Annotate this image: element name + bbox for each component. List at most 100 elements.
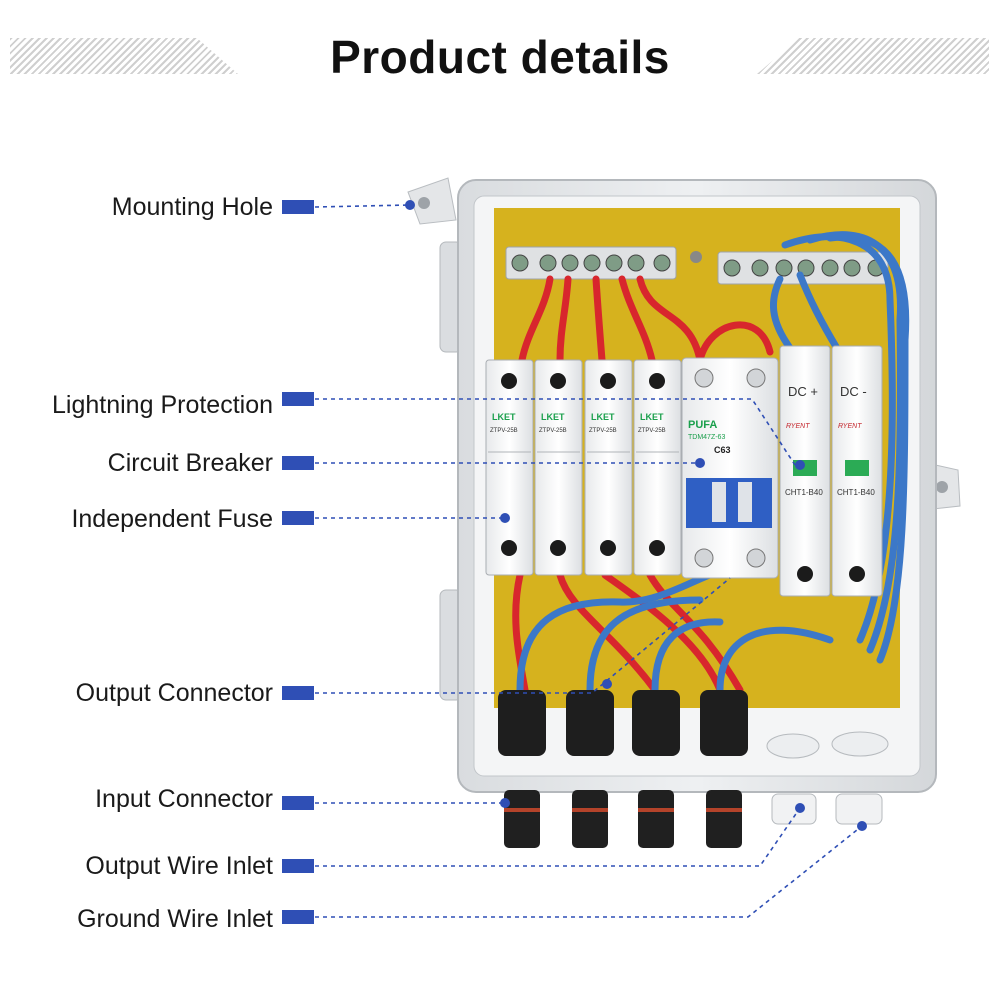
fuse-model-text: ZTPV-25B: [490, 428, 518, 434]
callout-marker: [282, 392, 314, 406]
callout-line: [315, 398, 796, 466]
screw-icon: [723, 259, 741, 277]
terminal-screw-icon: [550, 540, 566, 556]
callout-line: [314, 204, 411, 208]
decorative-hatch-right: [757, 38, 989, 74]
fuse-brand-text: LKET: [591, 412, 615, 422]
screw-icon: [605, 254, 623, 272]
screw-icon: [775, 259, 793, 277]
status-window: [845, 460, 869, 476]
spd-polarity-text: DC -: [840, 384, 867, 399]
spd-brand-text: RYENT: [786, 423, 810, 430]
callout-marker: [282, 859, 314, 873]
callout-dot: [857, 821, 867, 831]
callout-dot: [405, 200, 415, 210]
label-output-wire-inlet: Output Wire Inlet: [85, 852, 273, 880]
mounting-tab: [407, 177, 457, 225]
breaker-rating-text: C63: [714, 445, 731, 455]
callout-dot: [500, 513, 510, 523]
side-mounting-hole-icon: [936, 481, 948, 493]
callout-lines: [314, 204, 863, 918]
mounting-hole-icon: [418, 197, 430, 209]
screw-icon: [583, 254, 601, 272]
callout-marker: [282, 686, 314, 700]
label-mounting-hole: Mounting Hole: [111, 193, 273, 221]
screw-icon: [843, 259, 861, 277]
callout-marker: [282, 910, 314, 924]
breaker-model-text: TDM47Z-63: [688, 434, 725, 441]
circuit-breaker: PUFA TDM47Z-63 C63: [681, 357, 779, 579]
callout-dot: [795, 803, 805, 813]
fuse-holder: [485, 359, 534, 576]
label-input-connector: Input Connector: [95, 785, 273, 813]
busbar-screws: [511, 251, 885, 277]
callout-marker: [282, 511, 314, 525]
callout-dot: [500, 798, 510, 808]
screw-icon: [751, 259, 769, 277]
screw-icon: [821, 259, 839, 277]
terminal-screw-icon: [501, 540, 517, 556]
output-connector: [700, 690, 748, 756]
screw-icon: [539, 254, 557, 272]
output-connector: [566, 690, 614, 756]
terminal-screw-icon: [649, 373, 665, 389]
input-connector: [504, 790, 540, 848]
callout-line: [315, 807, 801, 867]
callout-line: [315, 825, 863, 918]
independent-fuse-holders: LKET ZTPV-25B LKET ZTPV-25B LKET ZTPV-25B LKET…: [485, 359, 682, 576]
terminal-screw-icon: [600, 373, 616, 389]
label-circuit-breaker: Circuit Breaker: [107, 449, 273, 477]
callout-dot: [602, 679, 612, 689]
breaker-toggle: [686, 478, 772, 528]
output-wire-inlet-gland: [771, 793, 817, 825]
output-connector: [632, 690, 680, 756]
spd-brand-text: RYENT: [838, 423, 862, 430]
surge-protective-devices: DC + RYENT CHT1-B40 DC - RYENT CHT1-B40: [779, 345, 883, 597]
output-connector: [498, 690, 546, 756]
fuse-holder: [633, 359, 682, 576]
fuse-holder: [584, 359, 633, 576]
pv-connectors: [498, 690, 748, 848]
label-ground-wire-inlet: Ground Wire Inlet: [77, 905, 273, 933]
connector-seal: [706, 808, 742, 812]
callout-markers: [282, 200, 867, 924]
input-connector: [706, 790, 742, 848]
red-wires: [512, 275, 774, 694]
label-lightning-protection: Lightning Protection: [52, 391, 273, 419]
connector-seal: [572, 808, 608, 812]
fuse-brand-text: LKET: [541, 412, 565, 422]
screw-icon: [627, 254, 645, 272]
fuse-model-text: ZTPV-25B: [589, 428, 617, 434]
terminal-screw-icon: [797, 566, 813, 582]
page-title: Product details: [330, 31, 670, 83]
spd-polarity-text: DC +: [788, 384, 818, 399]
screw-icon: [653, 254, 671, 272]
fuse-brand-text: LKET: [640, 412, 664, 422]
fuse-brand-text: LKET: [492, 412, 516, 422]
decorative-hatch-left: [10, 38, 238, 74]
spd-model-text: CHT1-B40: [837, 488, 875, 497]
callout-dot: [795, 460, 805, 470]
callout-marker: [282, 796, 314, 810]
callout-marker: [282, 200, 314, 214]
spd-model-text: CHT1-B40: [785, 488, 823, 497]
fuse-holder: [534, 359, 583, 576]
breaker-brand-text: PUFA: [688, 419, 717, 431]
terminal-screw-icon: [849, 566, 865, 582]
fuse-model-text: ZTPV-25B: [539, 428, 567, 434]
fuse-model-text: ZTPV-25B: [638, 428, 666, 434]
label-output-connector: Output Connector: [75, 679, 273, 707]
callout-marker: [282, 456, 314, 470]
ground-wire-inlet-gland: [835, 793, 883, 825]
terminal-screw-icon: [501, 373, 517, 389]
callout-dot: [695, 458, 705, 468]
screw-icon: [797, 259, 815, 277]
input-connector: [572, 790, 608, 848]
terminal-screw-icon: [550, 373, 566, 389]
cable-glands: [766, 731, 889, 825]
connector-seal: [638, 808, 674, 812]
screw-icon: [511, 254, 529, 272]
label-independent-fuse: Independent Fuse: [71, 505, 273, 533]
screw-icon: [561, 254, 579, 272]
